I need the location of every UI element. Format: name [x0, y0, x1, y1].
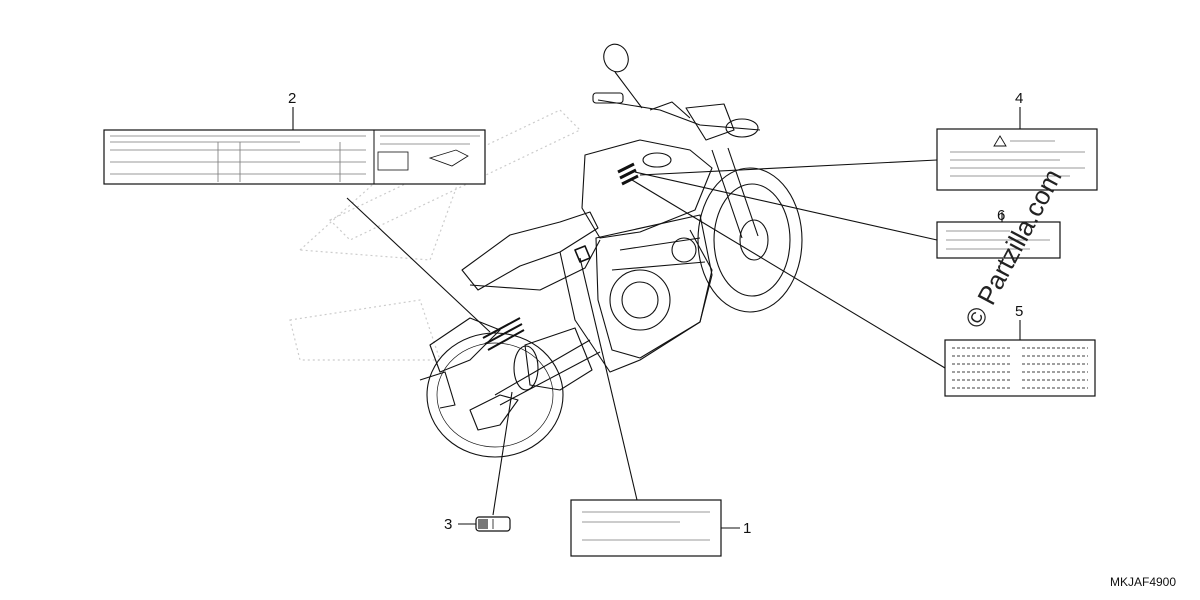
motorcycle-drawing [419, 43, 803, 458]
seat [461, 211, 599, 291]
leader-lines [292, 107, 1021, 529]
label-part-5[interactable] [944, 339, 1096, 397]
engine [595, 214, 713, 359]
fuel-cap [642, 152, 672, 168]
mirror-right [725, 118, 759, 138]
callout-5: 5 [1015, 303, 1023, 320]
label-part-3[interactable] [475, 516, 511, 532]
label-part-1[interactable] [570, 499, 722, 557]
callout-6: 6 [997, 207, 1005, 224]
label-part-4[interactable] [936, 128, 1098, 191]
callout-2: 2 [288, 90, 296, 107]
front-wheel [697, 167, 803, 313]
callout-1: 1 [743, 520, 751, 537]
callout-4: 4 [1015, 90, 1023, 107]
label-part-2[interactable] [103, 129, 486, 185]
rear-wheel [426, 332, 564, 458]
callout-3: 3 [444, 516, 452, 533]
mirror-left [603, 43, 629, 73]
warning-triangle-icon [993, 135, 1007, 147]
handlebar [597, 99, 761, 131]
diagram-code: MKJAF4900 [1110, 575, 1176, 589]
fuel-tank [581, 139, 713, 239]
exhaust [524, 327, 593, 391]
